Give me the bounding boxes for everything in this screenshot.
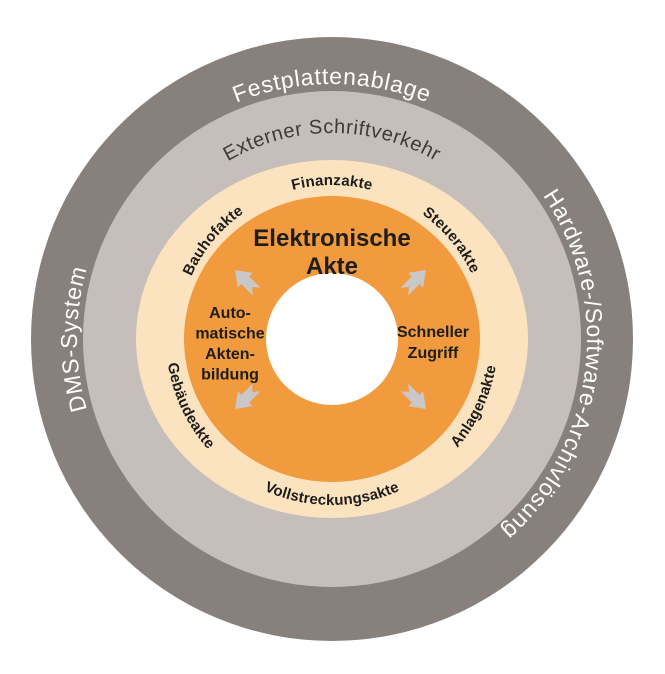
records-label-top: Finanzakte: [290, 172, 375, 194]
core-title-line1: Elektronische: [253, 225, 410, 252]
core-texts: Elektronische Akte Auto- matische Akten-…: [195, 225, 469, 384]
core-caption-right-line1: Schneller: [397, 324, 469, 341]
arrow-up-left-icon: [235, 270, 261, 296]
core-caption-right-line2: Zugriff: [408, 345, 459, 362]
core-arrows: [235, 270, 426, 409]
core-caption-left-line2: matische: [195, 326, 264, 343]
core-caption-right: Schneller Zugriff: [397, 324, 469, 362]
core-caption-left: Auto- matische Akten- bildung: [195, 305, 264, 384]
arrow-down-left-icon: [235, 383, 261, 409]
core-caption-left-line3: Akten-: [205, 346, 255, 363]
core-hole: [266, 273, 398, 405]
core-title-line2: Akte: [306, 253, 358, 280]
arrow-down-right-icon: [400, 383, 426, 409]
core-caption-left-line4: bildung: [201, 367, 259, 384]
arrow-up-right-icon: [400, 270, 426, 296]
core-caption-left-line1: Auto-: [209, 305, 251, 322]
